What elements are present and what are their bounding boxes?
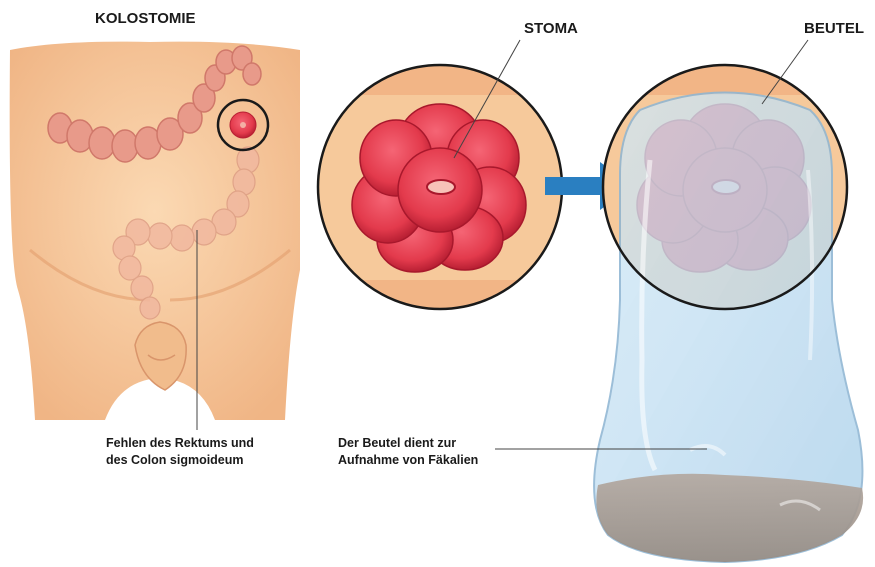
- stoma-opening: [427, 180, 455, 194]
- bag-contents: [596, 474, 863, 562]
- stoma-closeup: [318, 40, 562, 310]
- bag-closeup: [495, 40, 863, 562]
- torso-illustration: [10, 42, 300, 430]
